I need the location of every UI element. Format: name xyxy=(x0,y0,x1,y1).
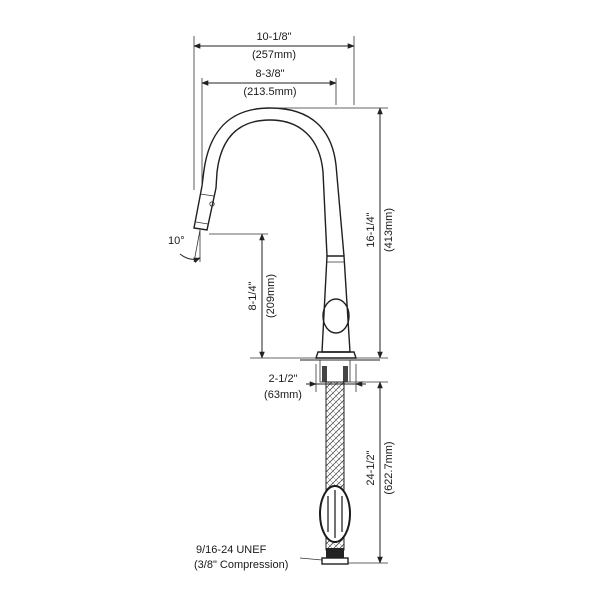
overall-reach-metric: (257mm) xyxy=(252,49,296,61)
mounting-nut-right xyxy=(343,366,348,382)
overall-height-metric: (413mm) xyxy=(383,208,395,252)
spray-face-line xyxy=(195,221,209,225)
connection-thread-label: 9/16-24 UNEF xyxy=(196,544,267,556)
overall-reach-imperial: 10-1/8" xyxy=(256,31,291,43)
dimension-labels: 10-1/8" (257mm) 8-3/8" (213.5mm) 16-1/4"… xyxy=(168,31,395,571)
spout-clearance-imperial: 8-1/4" xyxy=(247,281,259,310)
spout-inner-outline xyxy=(215,119,328,257)
handle-knob xyxy=(322,298,350,334)
base-diameter-imperial: 2-1/2" xyxy=(269,373,298,385)
spray-angle-arc xyxy=(179,253,201,263)
connection-leader xyxy=(299,557,323,561)
hose-connector-fitting xyxy=(326,548,344,558)
overall-height-imperial: 16-1/4" xyxy=(365,212,377,247)
base-diameter-metric: (63mm) xyxy=(264,389,302,401)
dimension-lines xyxy=(179,36,388,564)
spray-head-outline xyxy=(193,185,217,231)
faucet-outline xyxy=(193,107,380,565)
hose-weight-detail xyxy=(327,490,343,538)
spout-reach-imperial: 8-3/8" xyxy=(256,68,285,80)
spray-button-icon xyxy=(209,201,215,207)
hose-length-metric: (622.7mm) xyxy=(383,441,395,494)
mounting-nut-left xyxy=(322,366,327,382)
spout-reach-metric: (213.5mm) xyxy=(243,86,296,98)
hose-length-imperial: 24-1/2" xyxy=(365,450,377,485)
hose-connector-nut xyxy=(321,557,349,565)
connection-compression-label: (3/8" Compression) xyxy=(194,559,288,571)
spray-head-band xyxy=(199,193,215,197)
spray-angle-ref xyxy=(193,229,201,263)
spray-angle-label: 10° xyxy=(168,235,185,247)
spout-clearance-metric: (209mm) xyxy=(265,274,277,318)
base-flange-outline xyxy=(315,351,357,359)
